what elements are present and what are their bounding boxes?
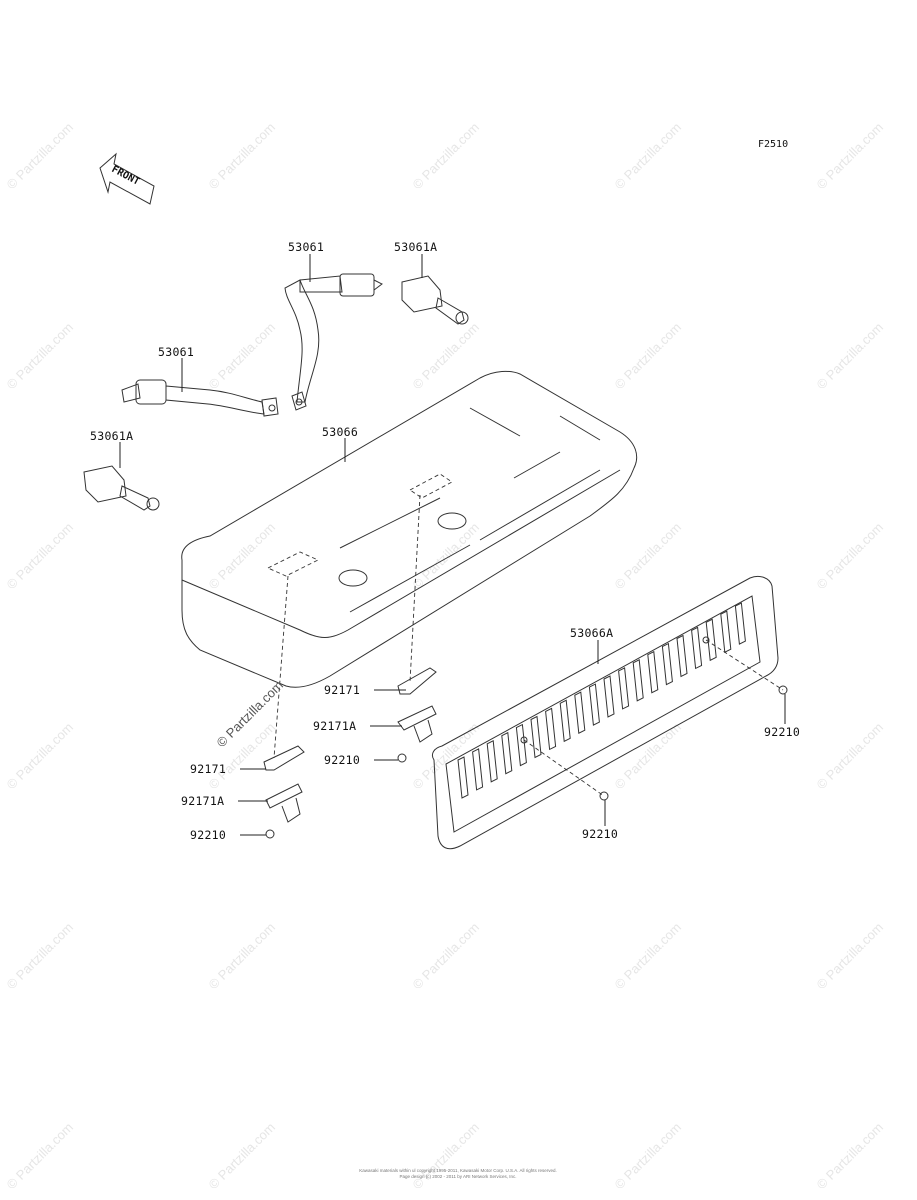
watermark-text: © Partzilla.com xyxy=(612,120,685,193)
nut-92210-panel-bottom[interactable] xyxy=(599,791,609,801)
vent-slot xyxy=(720,610,732,653)
watermark-text: © Partzilla.com xyxy=(612,1120,685,1193)
vent-slot xyxy=(472,748,484,791)
watermark-layer: © Partzilla.com © Partzilla.com © Partzill… xyxy=(4,120,887,1193)
watermark-text: © Partzilla.com xyxy=(612,920,685,993)
buckle-53061A-left[interactable] xyxy=(83,465,160,511)
watermark-text: © Partzilla.com xyxy=(814,720,887,793)
watermark-text: © Partzilla.com xyxy=(410,920,483,993)
vent-slot xyxy=(501,731,513,775)
watermark-text: © Partzilla.com xyxy=(814,120,887,193)
watermark-text: © Partzilla.com xyxy=(4,720,77,793)
watermark-text: © Partzilla.com xyxy=(612,320,685,393)
front-arrow-icon: FRONT xyxy=(99,152,155,205)
vent-slot xyxy=(691,626,703,670)
watermark-text: © Partzilla.com xyxy=(410,1120,483,1193)
vent-slot xyxy=(545,707,557,751)
panel-vent-slots xyxy=(457,602,746,799)
figure-code: F2510 xyxy=(758,139,788,150)
copyright-line-2: Page design (c) 2002 - 2011 by ARI Netwo… xyxy=(400,1174,517,1179)
callout-92171A-right[interactable]: 92171A xyxy=(313,719,356,733)
bracket-92171A-left[interactable] xyxy=(265,783,303,823)
watermark-text: © Partzilla.com xyxy=(814,920,887,993)
seat-belt-53061-left[interactable] xyxy=(121,379,279,417)
watermark-text: © Partzilla.com xyxy=(410,520,483,593)
callout-53061-left[interactable]: 53061 xyxy=(158,345,194,359)
bracket-92171-left[interactable] xyxy=(263,575,305,771)
watermark-text: © Partzilla.com xyxy=(814,1120,887,1193)
nut-92210-panel-right[interactable] xyxy=(778,685,788,695)
vent-slot xyxy=(559,699,571,743)
vent-slot xyxy=(632,659,644,702)
vent-slot xyxy=(647,650,659,694)
watermark-text: © Partzilla.com xyxy=(4,920,77,993)
vent-slot xyxy=(661,642,673,686)
callout-92171-left[interactable]: 92171 xyxy=(190,762,226,776)
watermark-text: © Partzilla.com xyxy=(410,120,483,193)
vent-slot xyxy=(676,634,688,678)
callout-92210-center[interactable]: 92210 xyxy=(324,753,360,767)
watermark-text: © Partzilla.com xyxy=(814,520,887,593)
callout-92171-right[interactable]: 92171 xyxy=(324,683,360,697)
callout-53061A-top[interactable]: 53061A xyxy=(394,240,437,254)
vent-slot xyxy=(574,691,586,734)
vent-slot xyxy=(588,683,600,726)
bracket-92171-right[interactable] xyxy=(397,494,437,695)
watermark-text: © Partzilla.com xyxy=(206,320,279,393)
vent-slot xyxy=(603,675,615,718)
callout-92210-panel-right[interactable]: 92210 xyxy=(764,725,800,739)
seat-belt-53061-top[interactable] xyxy=(284,273,383,411)
callout-53061-top[interactable]: 53061 xyxy=(288,240,324,254)
callout-53066A[interactable]: 53066A xyxy=(570,626,613,640)
bracket-92171A-right[interactable] xyxy=(397,705,437,743)
vent-slot xyxy=(515,723,527,767)
callout-92171A-left[interactable]: 92171A xyxy=(181,794,224,808)
vent-slot xyxy=(705,618,717,662)
seat-53066[interactable] xyxy=(181,370,638,688)
copyright-line-1: Kawasaki materials within ul copyright 1… xyxy=(359,1168,557,1173)
vent-slot xyxy=(734,602,746,645)
callout-53066[interactable]: 53066 xyxy=(322,425,358,439)
callout-92210-panel-bottom[interactable]: 92210 xyxy=(582,827,618,841)
watermark-text: © Partzilla.com xyxy=(4,120,77,193)
watermark-text: © Partzilla.com xyxy=(814,320,887,393)
nut-92210-center[interactable] xyxy=(397,753,407,763)
vent-slot xyxy=(457,756,469,799)
watermark-text: © Partzilla.com xyxy=(410,320,483,393)
vent-slot xyxy=(618,667,630,710)
watermark-text: © Partzilla.com xyxy=(206,520,279,593)
callout-labels: 53061 53061A 53061 53061A 53066 53066A 9… xyxy=(90,240,800,842)
callout-53061A-left[interactable]: 53061A xyxy=(90,429,133,443)
vent-slot xyxy=(530,715,542,759)
callout-92210-left[interactable]: 92210 xyxy=(190,828,226,842)
buckle-53061A-top[interactable] xyxy=(401,275,469,325)
leader-lines xyxy=(119,254,786,836)
watermark-text: © Partzilla.com xyxy=(4,520,77,593)
watermark-text: © Partzilla.com xyxy=(206,120,279,193)
watermark-text: © Partzilla.com xyxy=(612,520,685,593)
watermark-text: © Partzilla.com xyxy=(206,920,279,993)
vent-slot xyxy=(486,740,498,783)
nut-92210-left[interactable] xyxy=(265,829,275,839)
watermark-text: © Partzilla.com xyxy=(206,1120,279,1193)
watermark-text: © Partzilla.com xyxy=(4,1120,77,1193)
panel-53066A[interactable] xyxy=(431,575,779,850)
watermark-text: © Partzilla.com xyxy=(4,320,77,393)
